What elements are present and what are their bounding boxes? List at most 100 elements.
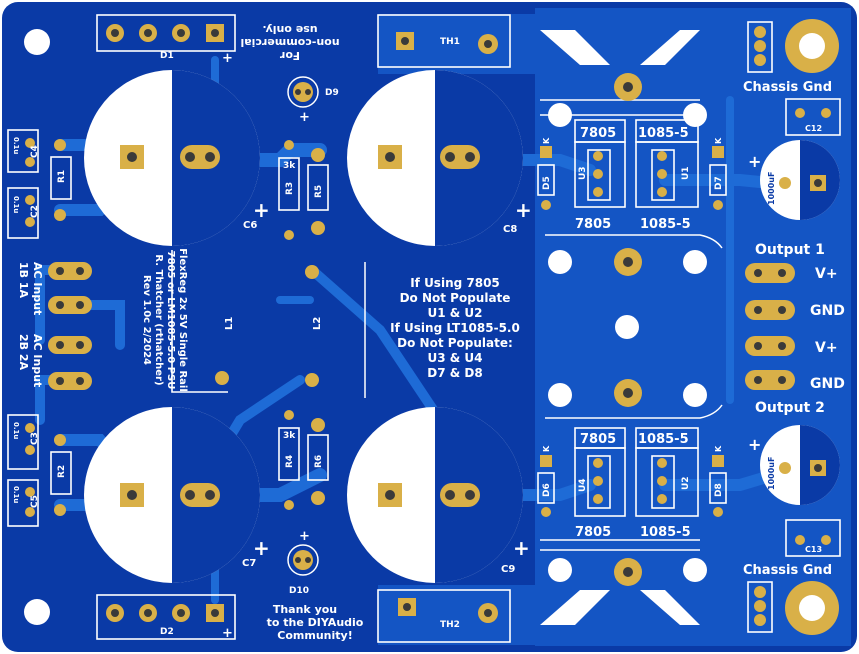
svg-text:7805 or LM1085-5.0 PSU: 7805 or LM1085-5.0 PSU <box>165 251 176 390</box>
c9-label: C9 <box>501 564 515 575</box>
output-2: V+ GND Output 2 <box>745 336 845 416</box>
svg-text:1000uF: 1000uF <box>767 172 776 205</box>
mounting-hole-center <box>615 315 639 339</box>
bridge-d1: + D1 <box>96 14 236 66</box>
output-1: Output 1 V+ GND <box>745 242 845 320</box>
svg-text:C4: C4 <box>30 145 40 158</box>
led-d9: D9 + <box>287 76 339 125</box>
inductor-l1: L1 <box>171 250 235 393</box>
c6-plus: + <box>253 198 270 222</box>
ac-input-2: 2B 2A AC Input <box>17 334 92 390</box>
svg-text:Thank you: Thank you <box>273 603 337 616</box>
thanks-note: Thank you to the DIYAudio Community! <box>267 603 364 642</box>
capacitor-c4: 0.1u C4 <box>7 129 40 173</box>
thermistor-th2: TH2 <box>377 589 511 643</box>
svg-text:+: + <box>748 435 761 454</box>
regulators-bottom: 7805 U4 7805 1085-5 U2 1085-5 <box>574 427 699 540</box>
diode-d7: D7 K <box>709 137 727 210</box>
d2-label: D2 <box>160 627 174 637</box>
capacitor-c11: 1000uF C11 + <box>748 425 840 505</box>
svg-text:U4: U4 <box>578 478 588 492</box>
svg-text:V+: V+ <box>815 340 838 356</box>
resistor-r2: R2 <box>50 434 72 516</box>
output-1-label: Output 1 <box>755 242 825 258</box>
svg-text:C12: C12 <box>805 124 822 133</box>
svg-text:If Using LT1085-5.0: If Using LT1085-5.0 <box>390 321 520 335</box>
resistor-r4: 3k R4 <box>278 410 300 510</box>
svg-text:Community!: Community! <box>277 629 352 642</box>
svg-text:AC Input: AC Input <box>31 262 44 315</box>
svg-text:non-commercial: non-commercial <box>240 36 339 49</box>
svg-text:3k: 3k <box>283 431 296 441</box>
svg-text:U2: U2 <box>681 476 691 490</box>
capacitor-c10: 1000uF C10 + <box>748 140 840 220</box>
center-note: If Using 7805 Do Not Populate U1 & U2 If… <box>390 276 520 380</box>
svg-text:D7 & D8: D7 & D8 <box>427 366 482 380</box>
capacitor-c3: 0.1u C3 <box>7 414 40 470</box>
svg-text:K: K <box>542 445 551 452</box>
svg-text:0.1u: 0.1u <box>12 196 20 213</box>
capacitor-c8: C8 + <box>347 70 532 246</box>
resistor-r6: R6 <box>307 418 329 505</box>
svg-text:D5: D5 <box>542 176 552 190</box>
bridge-d2: + D2 <box>96 594 236 641</box>
diode-d6: D6 K <box>537 445 555 517</box>
svg-text:GND: GND <box>810 376 845 392</box>
side-note: FlexReg 2x 5V Single Rail 7805 or LM1085… <box>141 248 188 392</box>
svg-text:R4: R4 <box>285 455 295 468</box>
svg-text:TH2: TH2 <box>440 620 460 630</box>
svg-text:R1: R1 <box>57 170 67 183</box>
d1-plus: + <box>222 51 233 66</box>
svg-text:1085-5: 1085-5 <box>640 217 691 232</box>
d2-plus: + <box>222 626 233 641</box>
svg-text:U1: U1 <box>681 166 691 180</box>
svg-text:use only.: use only. <box>262 23 317 36</box>
svg-text:C11: C11 <box>788 438 797 455</box>
svg-text:L2: L2 <box>312 317 323 330</box>
svg-text:K: K <box>714 445 723 452</box>
svg-text:1B 1A: 1B 1A <box>17 262 30 299</box>
svg-text:L1: L1 <box>224 317 235 330</box>
top-note: For non-commercial use only. <box>240 23 339 62</box>
c7-label: C7 <box>242 558 256 569</box>
capacitor-c6: C6 + <box>84 70 270 246</box>
capacitor-c5: 0.1u C5 <box>7 479 40 527</box>
svg-text:R3: R3 <box>285 182 295 195</box>
resistor-r3: 3k R3 <box>278 140 300 240</box>
capacitor-c13: C13 <box>785 519 841 557</box>
output-2-label: Output 2 <box>755 400 825 416</box>
c8-label: C8 <box>503 224 517 235</box>
svg-text:0.1u: 0.1u <box>12 422 20 439</box>
heatsink-top <box>540 30 723 276</box>
c7-plus: + <box>253 536 270 560</box>
svg-text:K: K <box>714 137 723 144</box>
svg-text:K: K <box>542 137 551 144</box>
svg-text:1085-5: 1085-5 <box>638 432 689 447</box>
svg-text:C13: C13 <box>805 545 822 554</box>
capacitor-c7: C7 + <box>84 407 270 583</box>
diode-d8: D8 K <box>709 445 727 517</box>
svg-text:D8: D8 <box>714 483 724 497</box>
svg-text:0.1u: 0.1u <box>12 486 20 503</box>
mounting-hole-tl <box>24 29 50 55</box>
svg-text:C5: C5 <box>30 495 40 508</box>
c9-plus: + <box>513 536 530 560</box>
svg-text:D6: D6 <box>542 483 552 497</box>
svg-text:C3: C3 <box>30 432 40 445</box>
resistor-r1: R1 <box>50 139 72 221</box>
capacitor-c2: 0.1u C2 <box>7 187 40 239</box>
chassis-gnd-top: Chassis Gnd <box>743 19 839 95</box>
d10-label: D10 <box>289 586 309 596</box>
svg-text:7805: 7805 <box>580 432 616 447</box>
chassis-gnd-bottom-label: Chassis Gnd <box>743 563 832 578</box>
svg-text:Rev 1.0c 2/2024: Rev 1.0c 2/2024 <box>141 275 152 365</box>
svg-text:to the DIYAudio: to the DIYAudio <box>267 616 364 629</box>
svg-text:1085-5: 1085-5 <box>638 126 689 141</box>
svg-text:R. Thatcher (rthatcher): R. Thatcher (rthatcher) <box>153 254 164 385</box>
svg-text:+: + <box>299 110 310 125</box>
svg-text:0.1u: 0.1u <box>12 137 20 154</box>
diode-d5: D5 K <box>537 137 555 210</box>
svg-text:AC Input: AC Input <box>31 334 44 387</box>
capacitor-c9: C9 + <box>347 407 530 583</box>
ac-input-1: 1B 1A AC Input <box>17 262 92 315</box>
